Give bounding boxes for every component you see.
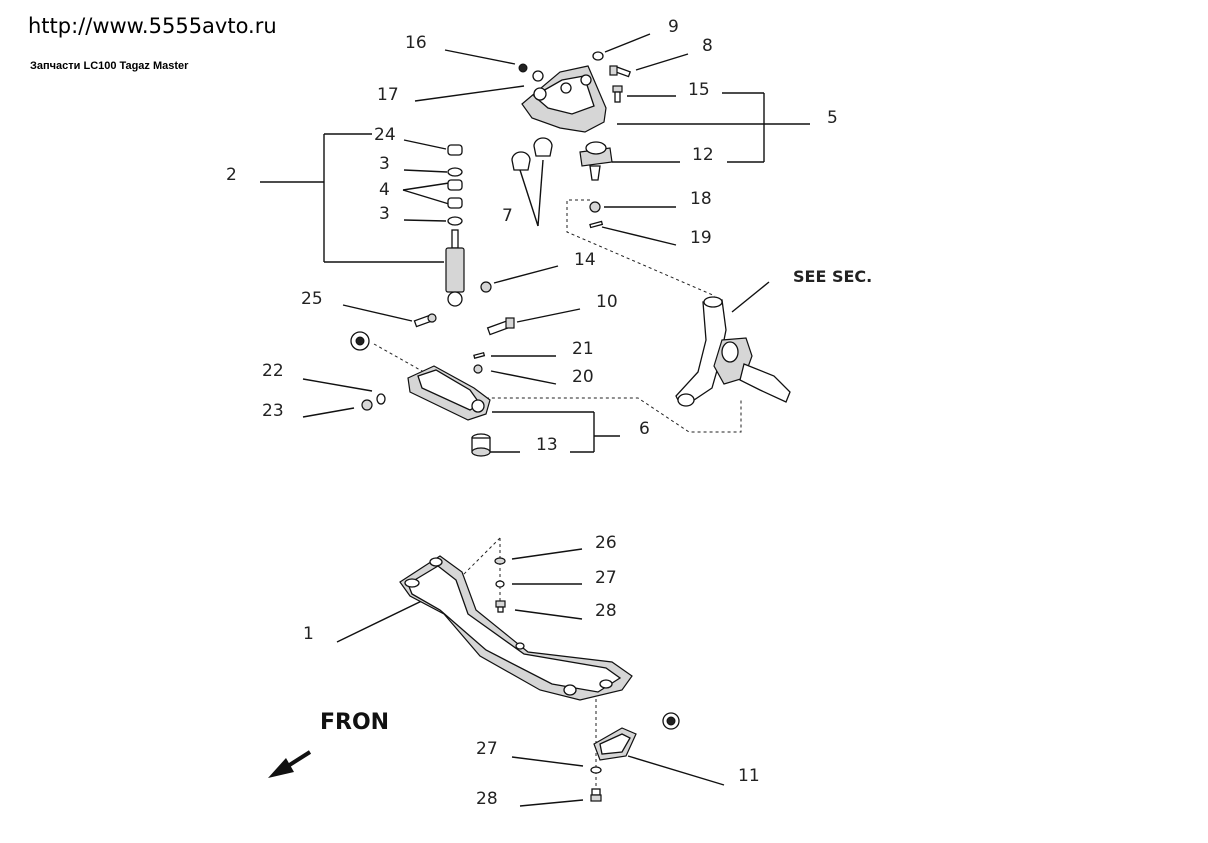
nut-14 [480,281,492,293]
callout-8: 8 [702,36,713,56]
bracket-11 [593,727,637,761]
washer-27-top [495,580,505,588]
callout-numbers: 16 17 9 8 15 5 12 18 19 7 24 3 4 3 2 14 … [226,17,872,809]
callout-28-bottom: 28 [476,789,498,809]
crossmember [399,555,633,701]
callout-27-bottom: 27 [476,739,498,759]
ball-joint-12 [579,141,613,181]
callout-26: 26 [595,533,617,553]
bump-stops-7 [511,137,553,171]
nut-18 [589,201,601,213]
crossmember-bushing [662,712,680,730]
assembly-dashed-lines [373,199,742,800]
upper-control-arm [521,65,607,133]
callout-13: 13 [536,435,558,455]
see-section-note: SEE SEC. [793,267,872,286]
washer-27-bottom [590,766,602,774]
callout-22: 22 [262,361,284,381]
callout-10: 10 [596,292,618,312]
shock-absorber-stack [445,144,465,307]
callout-2: 2 [226,165,237,185]
bolt-10 [486,317,515,336]
callout-25: 25 [301,289,323,309]
callout-18: 18 [690,189,712,209]
nut-23 [361,399,373,411]
callout-19: 19 [690,228,712,248]
bolt-28-bottom [590,788,602,802]
callout-4: 4 [379,180,390,200]
callout-16: 16 [405,33,427,53]
steering-knuckle [675,296,791,407]
callout-23: 23 [262,401,284,421]
bushing [350,331,370,351]
nut-16 [518,63,544,82]
callout-17: 17 [377,85,399,105]
pin-19 [589,220,604,229]
pin-21 [473,351,486,360]
callout-20: 20 [572,367,594,387]
callout-21: 21 [572,339,594,359]
washer-22 [376,393,386,405]
site-url[interactable]: http://www.5555avto.ru [28,14,277,38]
bushing-13 [471,433,491,457]
callout-14: 14 [574,250,596,270]
callout-5: 5 [827,108,838,128]
callout-15: 15 [688,80,710,100]
callout-3-upper: 3 [379,154,390,174]
callout-11: 11 [738,766,760,786]
callout-7: 7 [502,206,513,226]
callout-12: 12 [692,145,714,165]
callout-24: 24 [374,125,396,145]
bolt-15 [612,85,623,103]
nut-20 [473,364,483,374]
bolt-8 [609,65,632,78]
leader-lines [260,33,810,807]
lower-control-arm [407,365,491,421]
page-subtitle: Запчасти LC100 Tagaz Master [30,60,189,72]
washer-26 [494,557,506,565]
callout-3-lower: 3 [379,204,390,224]
bolt-25 [413,313,437,328]
callout-27-top: 27 [595,568,617,588]
callout-9: 9 [668,17,679,37]
callout-6: 6 [639,419,650,439]
washer-9 [592,51,604,61]
front-direction-label: FRON [320,710,389,735]
front-arrow-icon [268,750,312,778]
bolt-28-top [495,600,506,613]
callout-28-top: 28 [595,601,617,621]
callout-1: 1 [303,624,314,644]
